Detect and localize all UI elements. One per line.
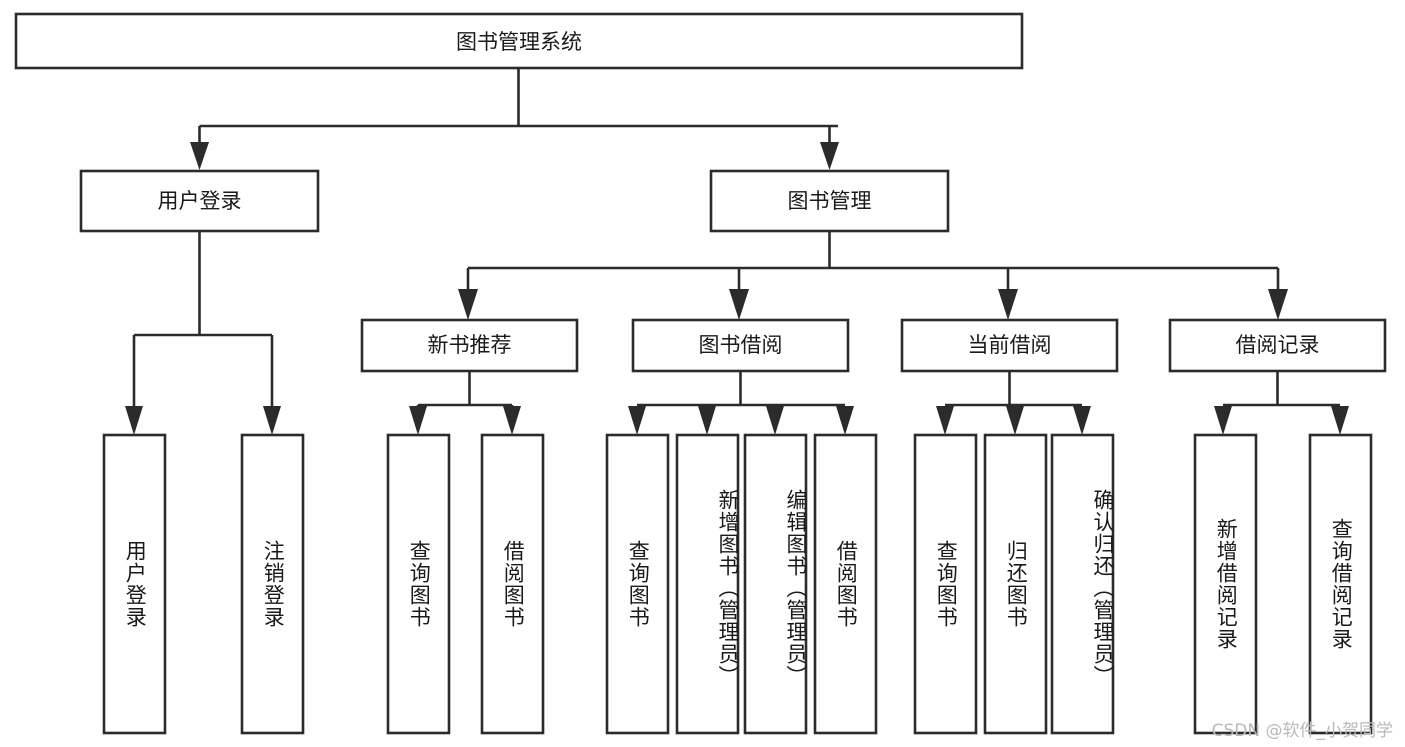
leaf-box-borrow-book-2[interactable]	[813, 433, 878, 735]
node-book-borrow-box[interactable]	[631, 318, 850, 373]
arrow-g3-leaf1	[936, 406, 954, 435]
arrow-g1-leaf1	[409, 406, 427, 435]
node-root-box[interactable]	[14, 12, 1024, 70]
node-book-borrow-label: 图书借阅	[699, 333, 783, 357]
node-book-management-box[interactable]	[709, 169, 950, 233]
node-current-borrow-label: 当前借阅	[968, 333, 1052, 357]
leaf-box-borrow-book-1[interactable]	[480, 433, 545, 735]
arrow-to-user-login	[190, 142, 209, 170]
leaf-box-add-borrow-record[interactable]	[1193, 433, 1258, 735]
arrow-g2-leaf4	[836, 406, 854, 435]
node-current-borrow-box[interactable]	[900, 318, 1119, 373]
node-user-login-label: 用户登录	[158, 189, 242, 213]
leaf-box-confirm-return-admin[interactable]	[1050, 433, 1115, 735]
node-borrow-record-label: 借阅记录	[1236, 333, 1320, 357]
arrow-to-borrow-record	[1268, 289, 1288, 320]
leaf-box-edit-book-admin[interactable]	[743, 433, 808, 735]
arrow-to-leaf-user-login	[125, 406, 143, 435]
arrow-g2-leaf2	[698, 406, 716, 435]
leaf-box-query-borrow-record[interactable]	[1308, 433, 1373, 735]
leaf-box-query-book-3[interactable]	[913, 433, 978, 735]
arrow-g2-leaf3	[766, 406, 784, 435]
leaf-box-user-login[interactable]	[102, 433, 167, 735]
arrow-to-book-management	[820, 142, 839, 170]
arrow-g4-leaf1	[1214, 406, 1232, 435]
arrow-g3-leaf3	[1073, 406, 1091, 435]
leaf-box-query-book-2[interactable]	[605, 433, 670, 735]
arrow-to-current-borrow	[998, 289, 1018, 320]
arrow-g1-leaf2	[503, 406, 521, 435]
arrow-g3-leaf2	[1006, 406, 1024, 435]
leaf-box-return-book[interactable]	[983, 433, 1048, 735]
node-borrow-record-box[interactable]	[1168, 318, 1387, 373]
arrow-g4-leaf2	[1331, 406, 1349, 435]
leaf-box-query-book-1[interactable]	[386, 433, 451, 735]
arrow-to-leaf-logout	[263, 406, 281, 435]
node-book-management-label: 图书管理	[788, 189, 872, 213]
leaf-box-add-book-admin[interactable]	[675, 433, 740, 735]
arrow-to-new-book-rec	[458, 289, 478, 320]
node-new-book-recommend-label: 新书推荐	[428, 333, 512, 357]
arrow-g2-leaf1	[628, 406, 646, 435]
node-new-book-recommend-box[interactable]	[360, 318, 579, 373]
arrow-to-book-borrow	[729, 289, 749, 320]
leaf-box-logout[interactable]	[240, 433, 305, 735]
csdn-watermark: CSDN @软件_小贺同学	[1211, 721, 1393, 741]
node-root-label: 图书管理系统	[456, 30, 582, 54]
node-user-login-box[interactable]	[79, 169, 320, 233]
